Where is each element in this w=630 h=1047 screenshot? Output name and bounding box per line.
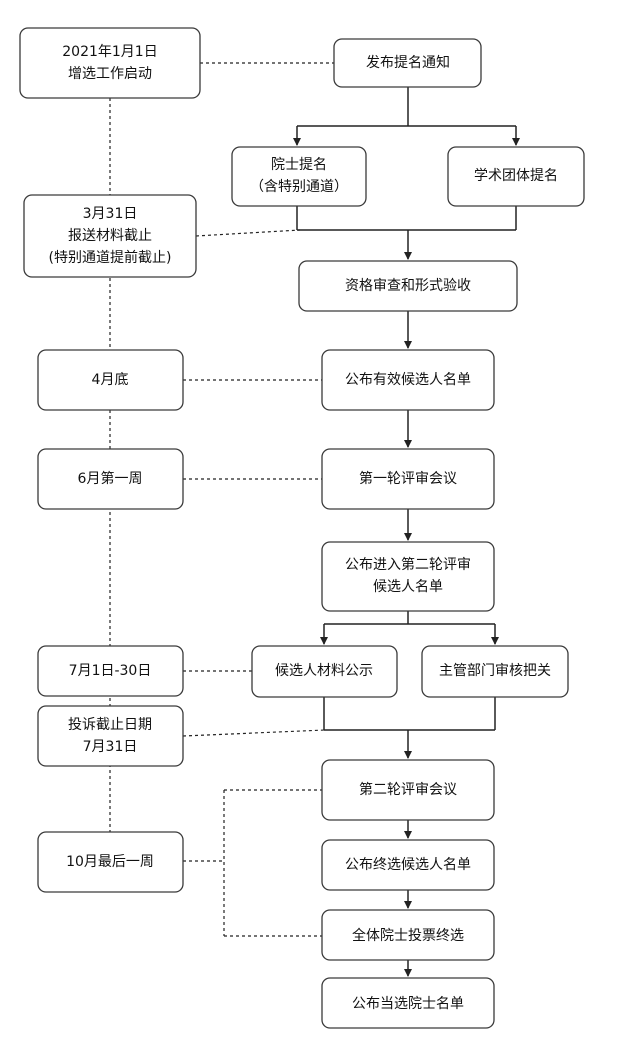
step-academician-nomination: 院士提名（含特别通道） (231, 146, 367, 207)
step-final-candidates-list: 公布终选候选人名单 (321, 839, 495, 891)
svg-text:7月1日-30日: 7月1日-30日 (69, 663, 152, 679)
svg-text:学术团体提名: 学术团体提名 (474, 168, 558, 184)
svg-text:发布提名通知: 发布提名通知 (366, 54, 450, 71)
svg-text:公布终选候选人名单: 公布终选候选人名单 (345, 857, 471, 873)
svg-text:公布进入第二轮评审候选人名单: 公布进入第二轮评审候选人名单 (345, 556, 471, 595)
dash-connector (195, 229, 301, 237)
svg-text:候选人材料公示: 候选人材料公示 (275, 663, 373, 679)
step-all-academicians-vote: 全体院士投票终选 (321, 909, 495, 961)
svg-text:院士提名（含特别通道）: 院士提名（含特别通道） (250, 157, 348, 195)
svg-text:第一轮评审会议: 第一轮评审会议 (359, 470, 457, 487)
step-valid-candidates-list: 公布有效候选人名单 (321, 349, 495, 411)
svg-text:10月最后一周: 10月最后一周 (66, 854, 154, 870)
svg-text:公布有效候选人名单: 公布有效候选人名单 (345, 372, 471, 388)
timeline-end-of-april-node: 4月底 (37, 349, 184, 411)
step-publish-notice: 发布提名通知 (333, 38, 482, 88)
svg-text:资格审查和形式验收: 资格审查和形式验收 (345, 278, 471, 294)
step-qualification-review: 资格审查和形式验收 (298, 260, 518, 312)
step-academic-group-nomination: 学术团体提名 (447, 146, 585, 207)
step-department-review: 主管部门审核把关 (421, 645, 569, 698)
dash-connector (182, 729, 326, 737)
timeline-materials-deadline-node: 3月31日报送材料截止(特别通道提前截止) (23, 194, 197, 278)
step-second-round-review: 第二轮评审会议 (321, 759, 495, 821)
timeline-october-node: 10月最后一周 (37, 831, 184, 893)
svg-text:主管部门审核把关: 主管部门审核把关 (439, 663, 551, 679)
step-first-round-review: 第一轮评审会议 (321, 448, 495, 510)
svg-text:第二轮评审会议: 第二轮评审会议 (359, 781, 457, 798)
svg-text:全体院士投票终选: 全体院士投票终选 (352, 927, 464, 944)
svg-text:6月第一周: 6月第一周 (78, 470, 143, 487)
step-elected-list: 公布当选院士名单 (321, 977, 495, 1029)
timeline-june-week1-node: 6月第一周 (37, 448, 184, 510)
timeline-july-node: 7月1日-30日 (37, 645, 184, 697)
step-second-round-candidates: 公布进入第二轮评审候选人名单 (321, 541, 495, 612)
step-candidate-materials-publicity: 候选人材料公示 (251, 645, 398, 698)
svg-text:2021年1月1日增选工作启动: 2021年1月1日增选工作启动 (62, 44, 157, 82)
svg-text:4月底: 4月底 (92, 372, 129, 388)
svg-text:公布当选院士名单: 公布当选院士名单 (352, 996, 464, 1012)
svg-text:3月31日报送材料截止(特别通道提前截止): 3月31日报送材料截止(特别通道提前截止) (49, 206, 172, 266)
timeline-start-node: 2021年1月1日增选工作启动 (19, 27, 201, 99)
